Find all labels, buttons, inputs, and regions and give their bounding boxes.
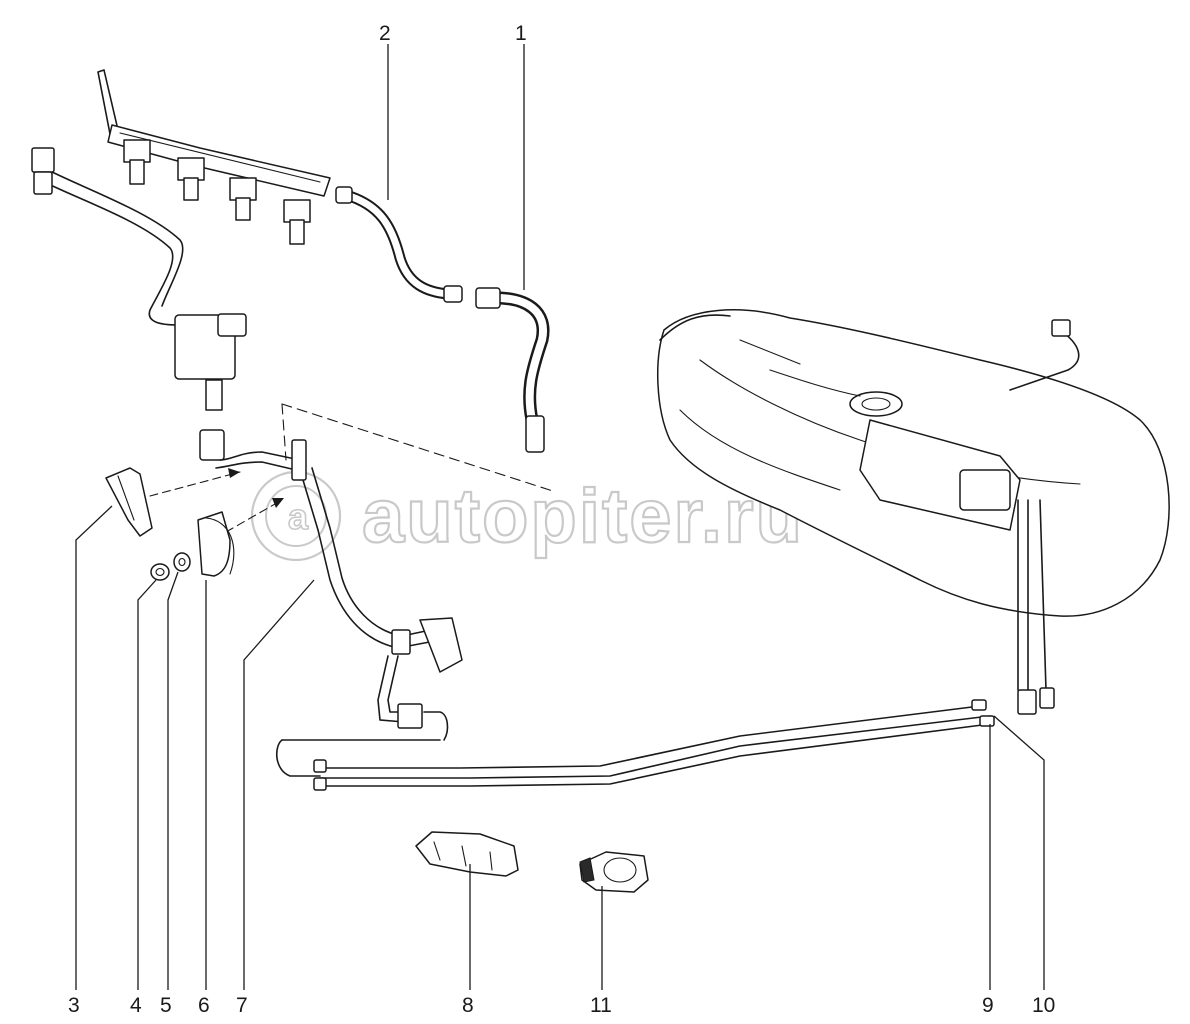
callout-4: 4 xyxy=(130,994,142,1017)
callout-5: 5 xyxy=(160,994,172,1017)
injector xyxy=(283,199,311,245)
svg-text:a: a xyxy=(288,496,309,537)
fuel-tank xyxy=(657,309,1170,715)
fuel-filter-connector xyxy=(199,429,301,471)
callout-7: 7 xyxy=(236,994,248,1017)
fuel-pipe-assembly-7 xyxy=(291,439,463,741)
assembly-arrows xyxy=(149,468,284,533)
callout-3: 3 xyxy=(68,994,80,1017)
fuel-hose-2 xyxy=(335,186,463,303)
washer-5 xyxy=(173,552,191,572)
injector xyxy=(229,177,257,221)
nut-4 xyxy=(150,563,170,581)
bracket-3 xyxy=(105,467,153,537)
callout-labels: 1 2 3 4 5 6 7 8 11 9 10 xyxy=(68,22,1055,1017)
injector xyxy=(177,157,205,201)
callout-8: 8 xyxy=(462,994,474,1017)
fuel-hose-1 xyxy=(475,287,550,453)
fuel-rail-injectors xyxy=(97,69,331,245)
leader-lines xyxy=(75,44,1045,990)
wiring-harness xyxy=(31,147,247,411)
callout-6: 6 xyxy=(198,994,210,1017)
callout-1: 1 xyxy=(515,22,527,45)
cover-6 xyxy=(197,511,235,577)
callout-2: 2 xyxy=(379,22,391,45)
callout-11: 11 xyxy=(590,994,612,1017)
clip-8 xyxy=(415,831,519,877)
injector xyxy=(123,139,151,185)
detail-view-outline xyxy=(281,403,557,493)
fuel-lines-9-10 xyxy=(275,699,995,791)
clip-11 xyxy=(579,851,649,893)
callout-10: 10 xyxy=(1032,994,1055,1017)
callout-9: 9 xyxy=(982,994,994,1017)
